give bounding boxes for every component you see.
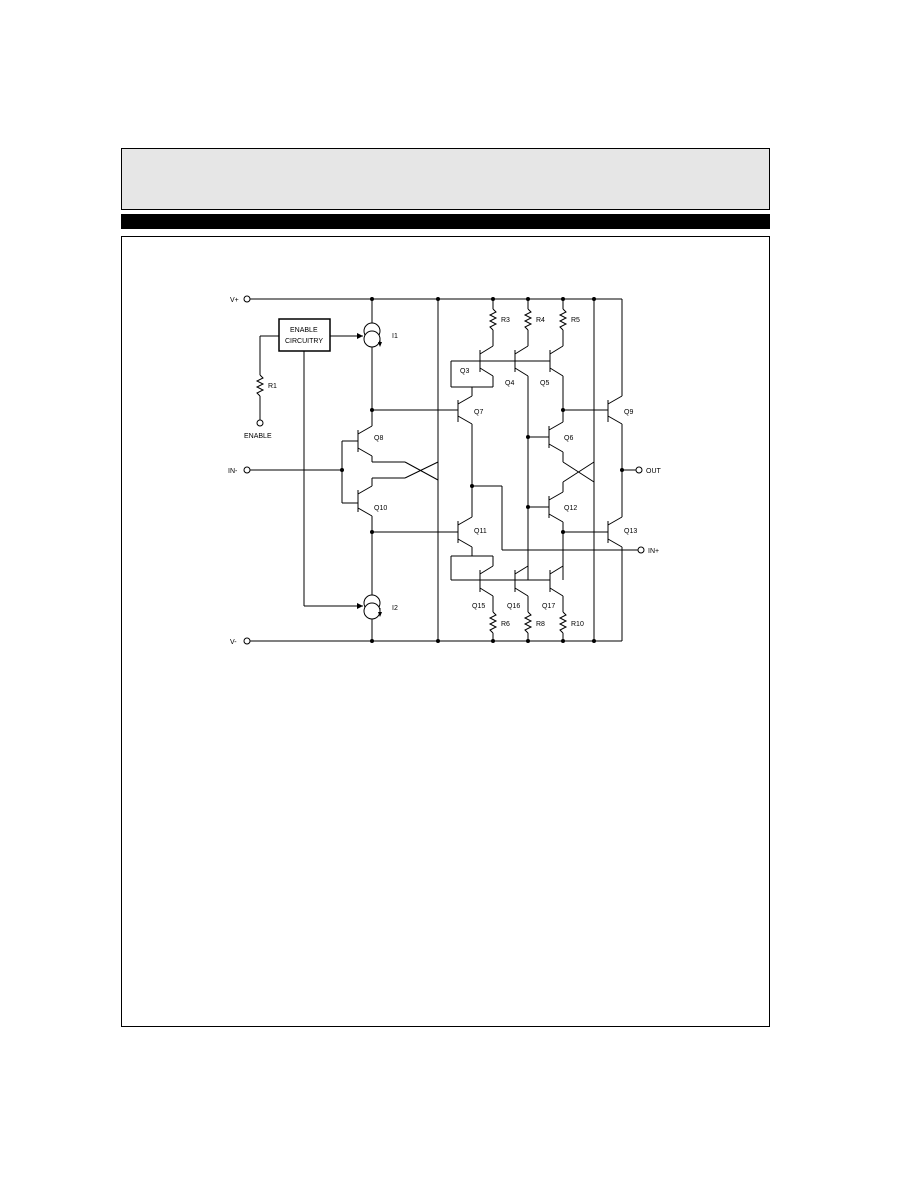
- r1-label: R1: [268, 383, 277, 390]
- r5-resistor: [558, 308, 568, 331]
- enable-block-line1: ENABLE: [290, 327, 318, 334]
- in-plus-label: IN+: [648, 548, 659, 555]
- vminus-terminal: [243, 637, 251, 645]
- i1-label: I1: [392, 333, 398, 340]
- q11-label: Q11: [474, 528, 487, 535]
- r10-resistor: [558, 611, 568, 634]
- r3-label: R3: [501, 317, 510, 324]
- out-label: OUT: [646, 468, 662, 475]
- q12-label: Q12: [564, 505, 577, 512]
- in-plus-terminal: [637, 546, 645, 554]
- enable-block-line2: CIRCUITRY: [285, 338, 323, 345]
- enable-label: ENABLE: [244, 433, 272, 440]
- r8-resistor: [523, 611, 533, 634]
- q3-label: Q3: [460, 368, 469, 375]
- q5-label: Q5: [540, 380, 549, 387]
- vplus-terminal: [243, 295, 251, 303]
- r5-label: R5: [571, 317, 580, 324]
- vplus-label: V+: [230, 297, 239, 304]
- i1-source-bottom: [363, 330, 381, 348]
- header-box: [121, 148, 770, 210]
- q15-label: Q15: [472, 603, 485, 610]
- figure-frame: [121, 236, 770, 1027]
- q17-label: Q17: [542, 603, 555, 610]
- in-minus-terminal: [243, 466, 251, 474]
- enable-terminal: [256, 419, 264, 427]
- enable-circuitry-block: [278, 318, 331, 352]
- i2-source-bottom: [363, 602, 381, 620]
- out-terminal: [635, 466, 643, 474]
- q10-label: Q10: [374, 505, 387, 512]
- q16-label: Q16: [507, 603, 520, 610]
- q8-label: Q8: [374, 435, 383, 442]
- r10-label: R10: [571, 621, 584, 628]
- r8-label: R8: [536, 621, 545, 628]
- vminus-label: V-: [230, 639, 237, 646]
- q7-label: Q7: [474, 409, 483, 416]
- r4-resistor: [523, 308, 533, 331]
- r3-resistor: [488, 308, 498, 331]
- r4-label: R4: [536, 317, 545, 324]
- section-bar: [121, 214, 770, 229]
- in-minus-label: IN-: [228, 468, 238, 475]
- r1-resistor: [255, 374, 265, 397]
- q4-label: Q4: [505, 380, 514, 387]
- q6-label: Q6: [564, 435, 573, 442]
- i2-label: I2: [392, 605, 398, 612]
- r6-label: R6: [501, 621, 510, 628]
- q9-label: Q9: [624, 409, 633, 416]
- q13-label: Q13: [624, 528, 637, 535]
- r6-resistor: [488, 611, 498, 634]
